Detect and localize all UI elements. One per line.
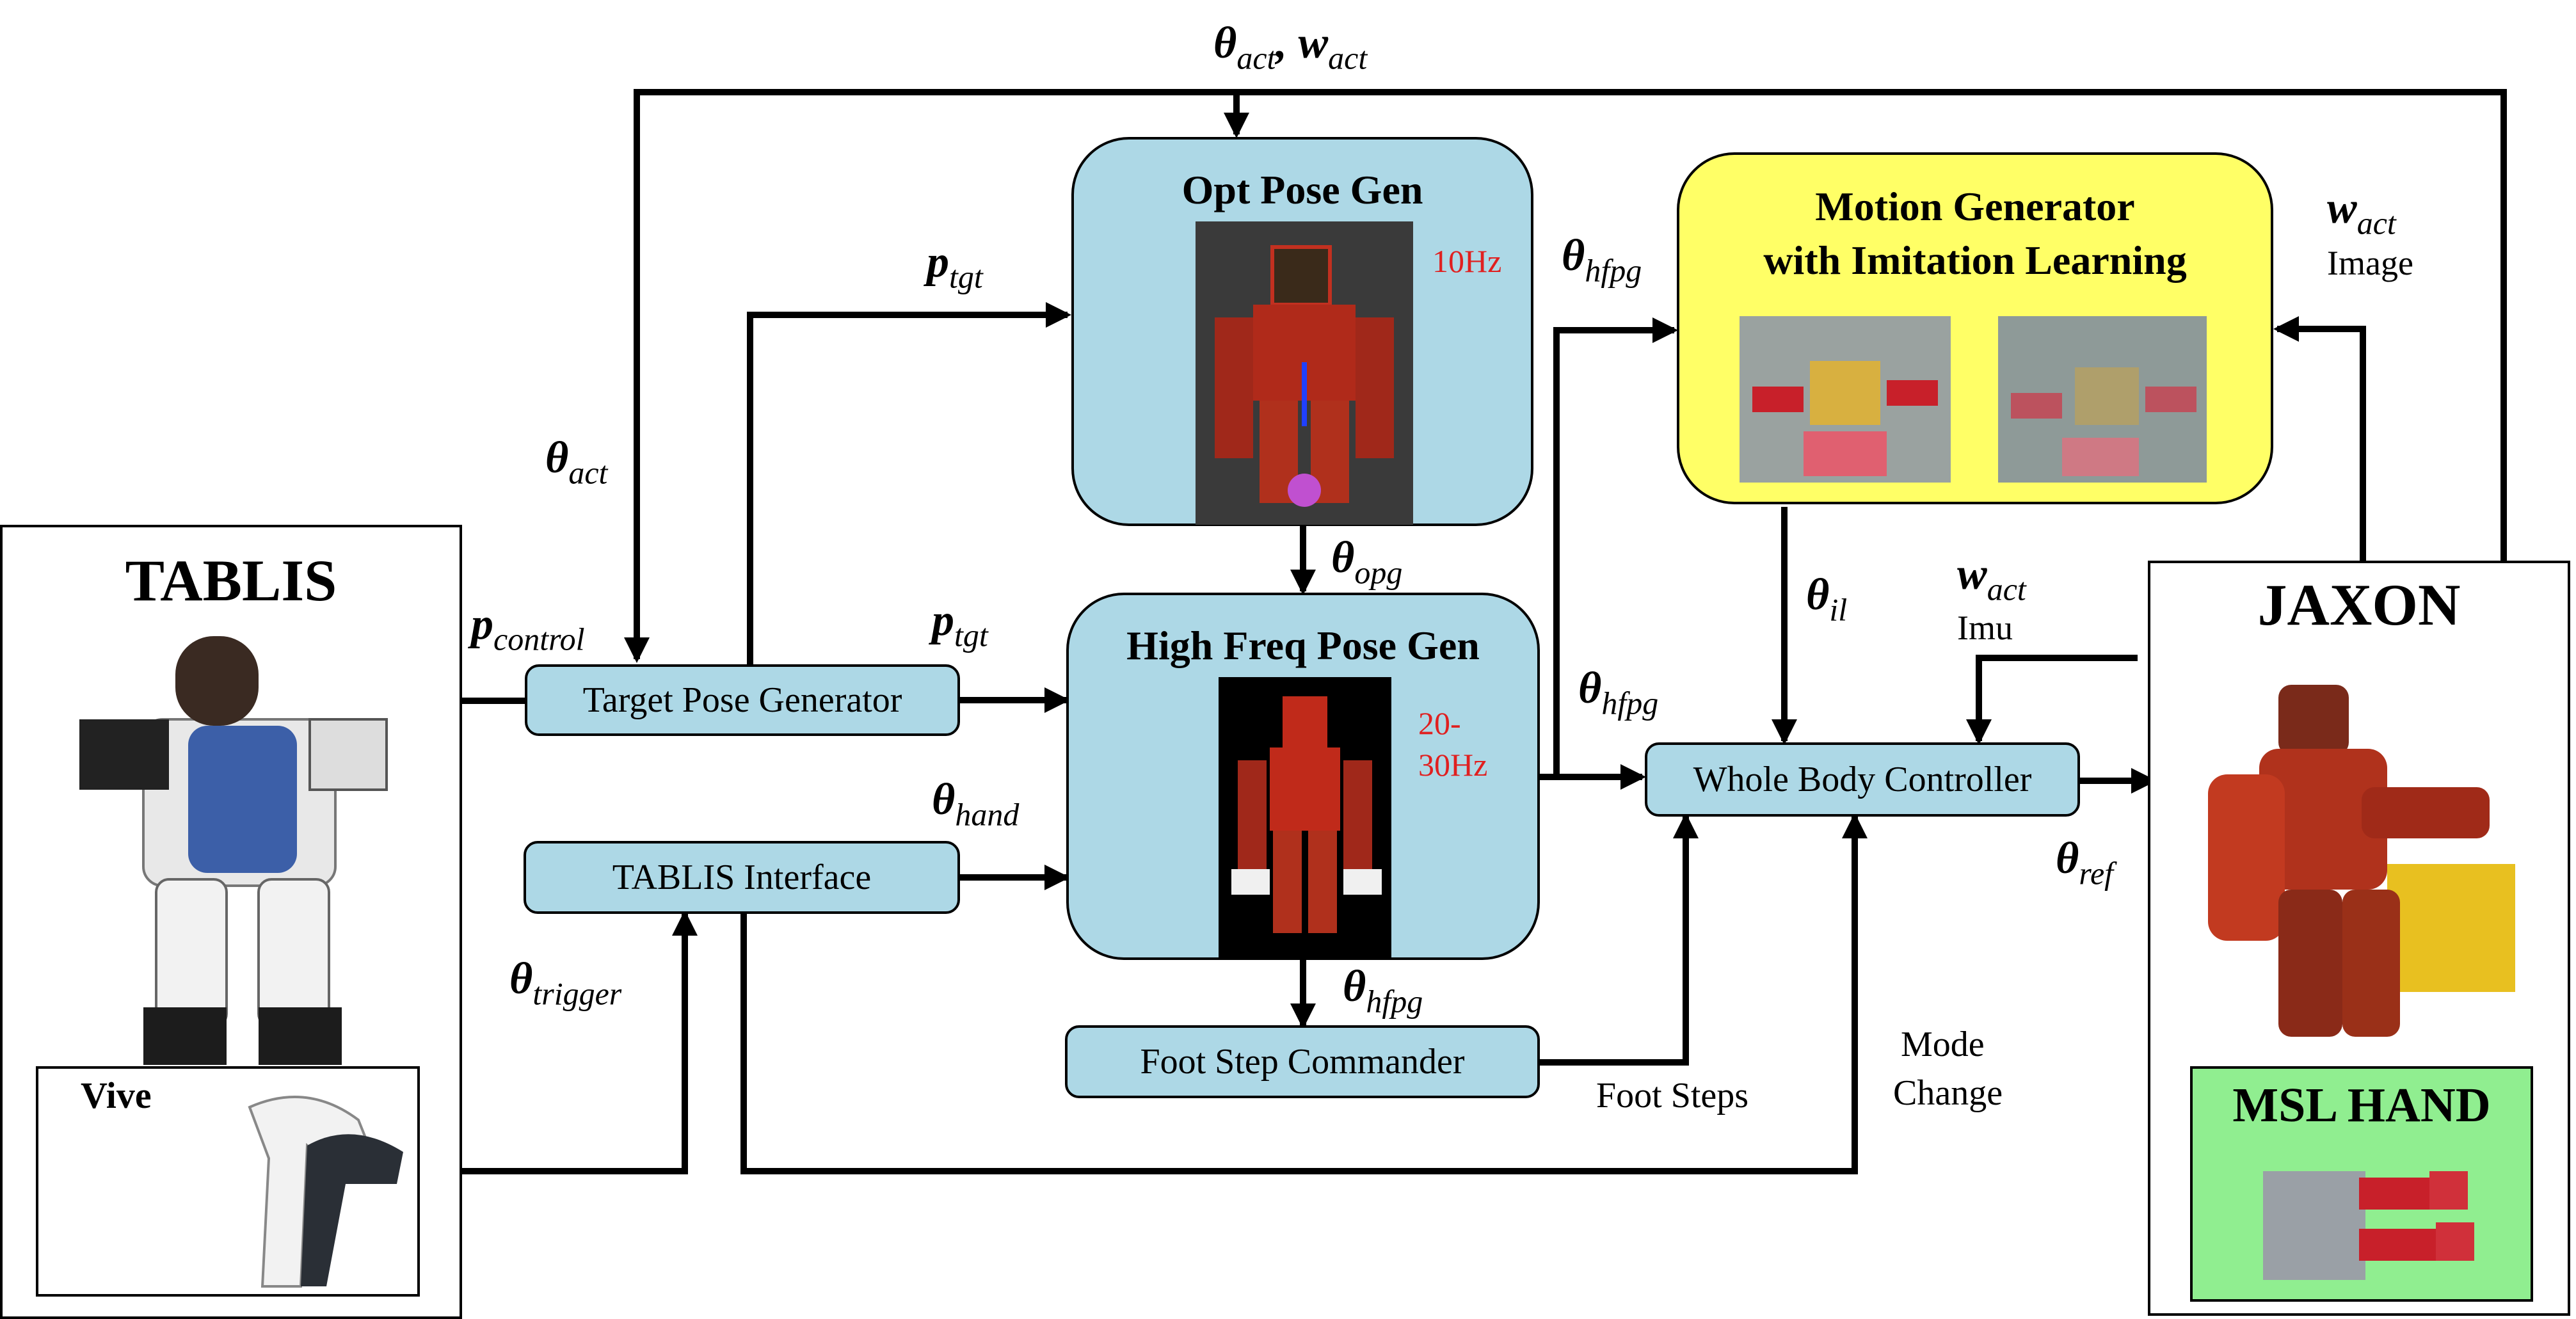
target-pose-generator-block: Target Pose Generator: [525, 664, 960, 736]
high-freq-pose-gen-block: High Freq Pose Gen 20- 30Hz: [1066, 593, 1540, 960]
foot-step-commander-label: Foot Step Commander: [1140, 1042, 1465, 1082]
label-p-control: pcontrol: [471, 600, 585, 657]
mode-change-line: [740, 813, 1868, 1174]
label-theta-il: θil: [1806, 570, 1848, 628]
opt-pose-gen-block: Opt Pose Gen 10Hz: [1071, 137, 1533, 526]
msl-hand-photo: [2263, 1171, 2474, 1280]
msl-hand-block: MSL HAND: [2190, 1066, 2533, 1302]
label-mode: Mode: [1901, 1025, 1985, 1064]
motion-generator-title-2: with Imitation Learning: [1763, 237, 2187, 283]
tablis-interface-label: TABLIS Interface: [612, 858, 872, 897]
predicted-image: [1998, 316, 2207, 483]
foot-step-commander-block: Foot Step Commander: [1065, 1025, 1540, 1098]
label-theta-hand: θhand: [932, 775, 1020, 833]
jaxon-title: JAXON: [2257, 572, 2461, 637]
label-p-tgt-upper: ptgt: [927, 237, 983, 295]
label-theta-hfpg-wbc: θhfpg: [1578, 664, 1659, 721]
label-theta-trigger: θtrigger: [509, 954, 622, 1012]
label-theta-hfpg-foot: θhfpg: [1343, 962, 1423, 1019]
label-w-act-image: wact: [2327, 184, 2396, 241]
label-foot-steps: Foot Steps: [1596, 1076, 1749, 1115]
vive-controller-photo: [248, 1096, 403, 1288]
motion-generator-title-1: Motion Generator: [1815, 184, 2135, 229]
act-feedback-line: [624, 89, 2507, 663]
jaxon-block: JAXON MSL HAND: [2148, 561, 2570, 1316]
label-theta-act-left: θact: [545, 433, 608, 491]
label-theta-opg: θopg: [1331, 533, 1403, 591]
high-freq-rate-label: 20- 30Hz: [1418, 705, 1488, 783]
whole-body-controller-block: Whole Body Controller: [1645, 742, 2080, 817]
camera-input-image: [1740, 316, 1951, 483]
trigger-arrow: [456, 910, 698, 1174]
label-theta-w-act-top: θact, wact: [1213, 19, 1368, 76]
opt-rate-label: 10Hz: [1432, 243, 1502, 279]
motion-generator-block: Motion Generator with Imitation Learning: [1677, 152, 2273, 504]
label-p-tgt-lower: ptgt: [932, 596, 988, 653]
label-change: Change: [1893, 1073, 2003, 1113]
high-freq-robot-render: [1219, 677, 1391, 957]
target-pose-generator-label: Target Pose Generator: [582, 680, 902, 720]
tablis-operator-photo: [79, 636, 388, 1065]
opt-pose-robot-render: [1196, 221, 1413, 525]
label-image: Image: [2327, 244, 2413, 282]
high-freq-pose-gen-title: High Freq Pose Gen: [1126, 623, 1480, 668]
msl-hand-title: MSL HAND: [2232, 1078, 2491, 1132]
tablis-block: TABLIS Vive: [0, 525, 462, 1319]
label-theta-ref: θref: [2056, 834, 2114, 891]
image-arrow: [2273, 316, 2366, 561]
tablis-interface-block: TABLIS Interface: [524, 841, 960, 914]
opt-pose-gen-title: Opt Pose Gen: [1181, 167, 1423, 212]
whole-body-controller-label: Whole Body Controller: [1693, 760, 2032, 799]
vive-block: Vive: [36, 1066, 420, 1297]
jaxon-robot-photo: [2208, 685, 2515, 1037]
hfpg-to-motion-arrow: [1553, 317, 1678, 777]
imu-arrow: [1966, 655, 2138, 745]
ptgt-to-opt-arrow: [747, 302, 1071, 664]
label-w-act-imu: wact: [1957, 550, 2026, 607]
label-imu: Imu: [1957, 609, 2013, 647]
foot-steps-arrow: [1540, 813, 1699, 1066]
vive-label: Vive: [81, 1075, 152, 1116]
label-theta-hfpg-motion: θhfpg: [1562, 231, 1642, 289]
tablis-title: TABLIS: [125, 548, 337, 613]
